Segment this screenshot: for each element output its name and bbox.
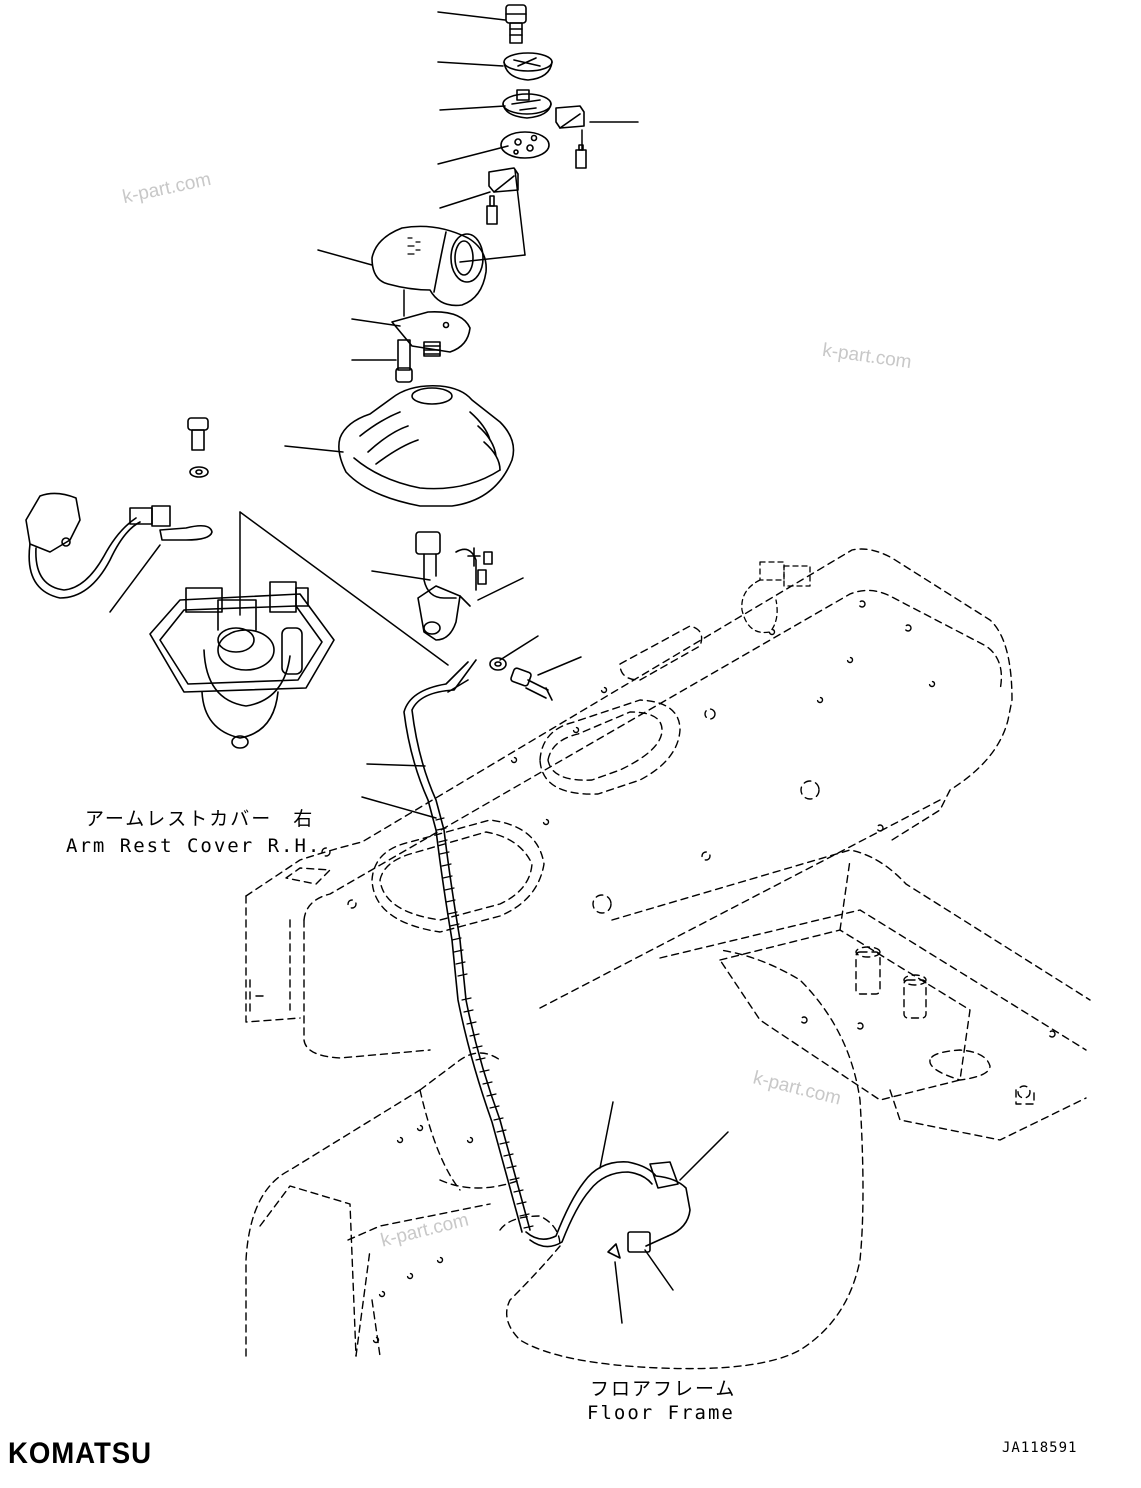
floor-frame-label-en: Floor Frame — [587, 1402, 735, 1424]
switch-plate — [502, 89, 552, 119]
washer-bolt-right — [489, 657, 553, 701]
ppc-valve — [149, 581, 335, 749]
left-switch — [486, 167, 519, 225]
floor-frame — [245, 849, 1091, 1370]
rubber-boot — [338, 384, 515, 507]
armrest-cover-label-en: Arm Rest Cover R.H. — [66, 835, 322, 857]
komatsu-logo: KOMATSU — [8, 1437, 152, 1470]
drawing-code: JA118591 — [1002, 1440, 1078, 1456]
floor-frame-label-jp: フロアフレーム — [590, 1378, 737, 1400]
lower-plate — [500, 131, 550, 159]
harness — [403, 659, 691, 1259]
lever-bracket — [415, 531, 493, 641]
armrest-connector — [741, 561, 811, 634]
upper-bolt-left — [187, 417, 209, 478]
leader-lines — [109, 11, 729, 1324]
mount-plate — [391, 311, 471, 357]
sensor-cable — [25, 492, 213, 599]
top-bolt — [505, 4, 527, 44]
small-bolt — [395, 339, 413, 383]
right-switch — [555, 105, 587, 169]
knob-cap — [503, 52, 553, 81]
armrest-cover-label-jp: アームレストカバー 右 — [85, 808, 315, 830]
armrest-cover — [245, 548, 1013, 1059]
grip-housing — [371, 225, 487, 307]
